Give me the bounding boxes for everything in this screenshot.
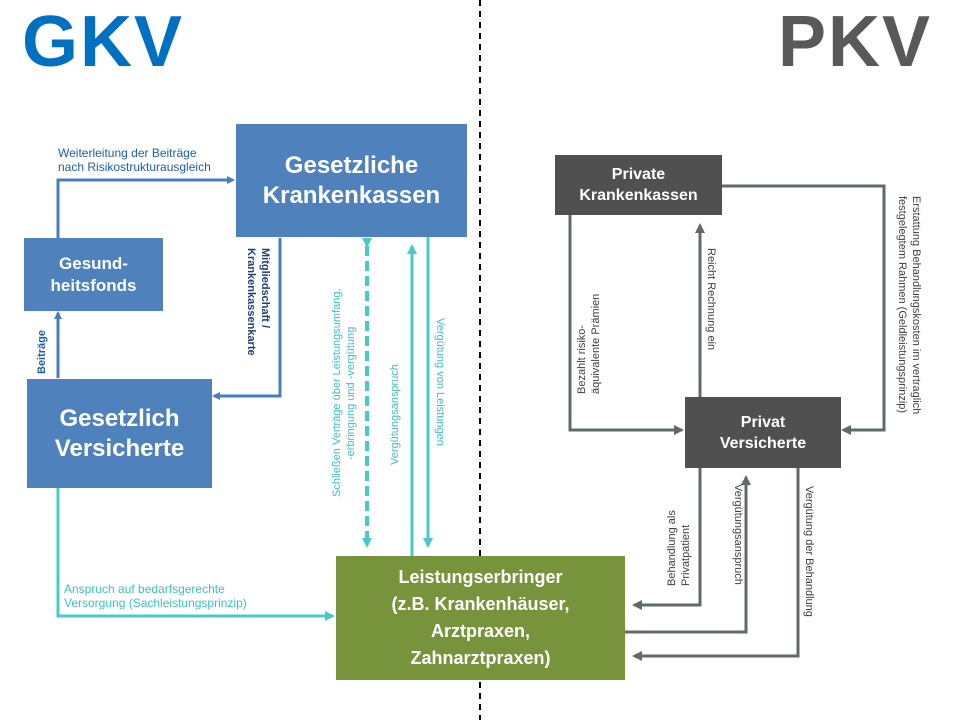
box-gesundheitsfonds: Gesund- heitsfonds <box>24 238 163 311</box>
box-gesetzliche-krankenkassen: Gesetzliche Krankenkassen <box>236 124 467 237</box>
gkv-header: GKV <box>22 2 185 82</box>
label-anspruch: Anspruch auf bedarfsgerechte Versorgung … <box>64 582 247 610</box>
label-mitgliedschaft: Mitgliedschaft / Krankenkassenkarte <box>245 248 271 356</box>
label-behandlung: Behandlung als Privatpatient <box>666 510 692 586</box>
label-erstattung: Erstattung Behandlungskosten im vertragl… <box>896 195 922 415</box>
arrow-weiterleitung <box>56 176 235 238</box>
arrow-erstattung <box>722 184 886 435</box>
label-reicht-rechnung: Reicht Rechnung ein <box>705 248 717 351</box>
label-verguetungsanspruch-pkv: Vergütungsanspruch <box>732 484 744 585</box>
pkv-header: PKV <box>778 2 933 82</box>
box-leistungserbringer: Leistungserbringer (z.B. Krankenhäuser, … <box>336 556 625 680</box>
arrow-verguetungsanspruch-pkv <box>625 475 751 634</box>
label-weiterleitung: Weiterleitung der Beiträge nach Risikost… <box>58 146 211 174</box>
box-private-krankenkassen: Private Krankenkassen <box>555 155 722 215</box>
label-beitraege: Beiträge <box>36 329 48 374</box>
box-privat-versicherte: Privat Versicherte <box>685 397 841 468</box>
arrow-behandlung <box>632 468 702 610</box>
arrow-mitgliedschaft <box>212 238 282 400</box>
box-gesetzlich-versicherte: Gesetzlich Versicherte <box>27 379 212 488</box>
label-verguetung-leistungen: Vergütung von Leistungen <box>434 318 446 446</box>
label-vertraege: Schließen Verträge über Leistungsumfang,… <box>331 288 357 498</box>
label-verguetung-behandlung: Vergütung der Behandlung <box>803 486 815 617</box>
label-verguetungsanspruch-gkv: Vergütungsanspruch <box>389 364 401 465</box>
label-bezahlt: Bezahlt risiko- äquivalente Prämien <box>576 293 602 394</box>
arrow-anspruch <box>56 488 335 621</box>
arrow-verguetung-behandlung <box>632 468 800 661</box>
arrow-bezahlt <box>568 215 684 435</box>
